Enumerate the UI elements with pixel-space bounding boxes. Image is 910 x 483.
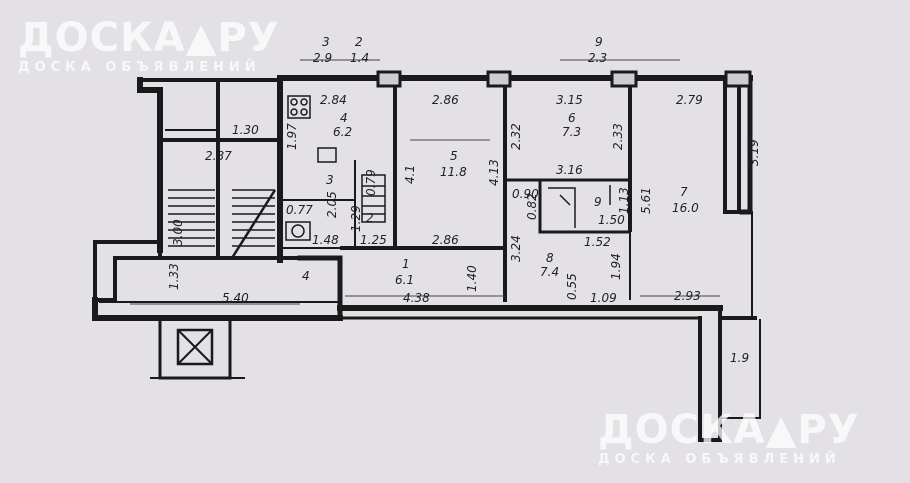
dim-label: 2.93 — [674, 289, 701, 303]
dim-label: 0.90 — [512, 187, 539, 201]
room-5-number: 5 — [450, 149, 458, 163]
watermark-tagline: ДОСКА ОБЪЯВЛЕНИЙ — [18, 60, 261, 75]
watermark-top-left: ДОСКА▲РУ ДОСКА ОБЪЯВЛЕНИЙ — [18, 18, 280, 75]
dim-label: 0.77 — [286, 203, 313, 217]
dim-label: 2.86 — [432, 233, 459, 247]
dim-label: 3.00 — [171, 219, 185, 246]
room-6-number: 6 — [568, 111, 576, 125]
dim-label: 3.16 — [556, 163, 583, 177]
watermark-tagline: ДОСКА ОБЪЯВЛЕНИЙ — [598, 452, 841, 467]
room-9-area: 2.3 — [588, 51, 608, 65]
room-2b-area: 1.29 — [349, 205, 363, 232]
dim-label: 1.33 — [167, 263, 181, 290]
room-3b-area: 2.05 — [325, 191, 339, 218]
window-markers — [376, 70, 752, 88]
dim-label: 4.1 — [403, 164, 417, 184]
dim-label: 2.79 — [676, 93, 703, 107]
kitchen-fixtures — [285, 95, 386, 241]
room-1-number: 1 — [402, 257, 410, 271]
dim-label: 1.48 — [312, 233, 339, 247]
dim-label: 0.79 — [364, 169, 378, 196]
dim-label: 3.19 — [747, 139, 761, 166]
interior-walls — [160, 80, 632, 302]
room-9b-area: 1.50 — [598, 213, 625, 227]
dim-label: 3.24 — [509, 235, 523, 262]
dim-label: 1.52 — [584, 235, 611, 249]
dim-label: 1.13 — [617, 187, 631, 214]
dim-label: 1.25 — [360, 233, 387, 247]
dim-label: 4.13 — [487, 159, 501, 186]
dim-label: 1.94 — [609, 253, 623, 280]
watermark-bottom-right: ДОСКА▲РУ ДОСКА ОБЪЯВЛЕНИЙ — [598, 410, 860, 467]
room-8-area: 7.4 — [540, 265, 560, 279]
dim-label: 2.33 — [611, 123, 625, 150]
room-4-number: 4 — [340, 111, 348, 125]
dim-label: 2.86 — [432, 93, 459, 107]
room-7-area: 16.0 — [672, 201, 699, 215]
dim-label: 2.87 — [205, 149, 232, 163]
room-3b-number: 3 — [326, 173, 334, 187]
bath-fixtures — [548, 185, 611, 228]
dim-label: 5.61 — [639, 187, 653, 214]
dim-label: 1.97 — [285, 123, 299, 150]
room-2-area: 1.4 — [350, 51, 370, 65]
room-3-number: 3 — [322, 35, 330, 49]
dim-label: 1.30 — [232, 123, 259, 137]
room-7-number: 7 — [680, 185, 688, 199]
dim-label: 3.15 — [556, 93, 583, 107]
room-2-number: 2 — [355, 35, 363, 49]
dimension-lines — [130, 59, 720, 305]
dim-label: 4 — [302, 269, 310, 283]
room-9b-number: 9 — [594, 195, 602, 209]
watermark-brand: ДОСКА▲РУ — [18, 15, 280, 61]
stairs — [168, 189, 277, 259]
room-5-area: 11.8 — [440, 165, 467, 179]
dim-label: 5.40 — [222, 291, 249, 305]
dim-label: 2.84 — [320, 93, 347, 107]
dim-label: 2.32 — [509, 123, 523, 150]
room-8-number: 8 — [546, 251, 554, 265]
dim-label: 4.38 — [403, 291, 430, 305]
dim-label: 1.9 — [730, 351, 750, 365]
room-4-area: 6.2 — [333, 125, 353, 139]
room-1-area: 6.1 — [395, 273, 415, 287]
outer-walls — [92, 75, 761, 442]
watermark-brand: ДОСКА▲РУ — [598, 407, 860, 453]
dim-label: 0.55 — [565, 273, 579, 300]
elevator-shaft — [150, 316, 245, 380]
dim-label: 1.09 — [590, 291, 617, 305]
room-2b-number: 2 — [366, 211, 374, 225]
room-6-area: 7.3 — [562, 125, 582, 139]
room-9-number: 9 — [595, 35, 603, 49]
dim-label: 0.82 — [525, 193, 539, 220]
dim-label: 1.40 — [465, 265, 479, 292]
room-3-area: 2.9 — [313, 51, 333, 65]
